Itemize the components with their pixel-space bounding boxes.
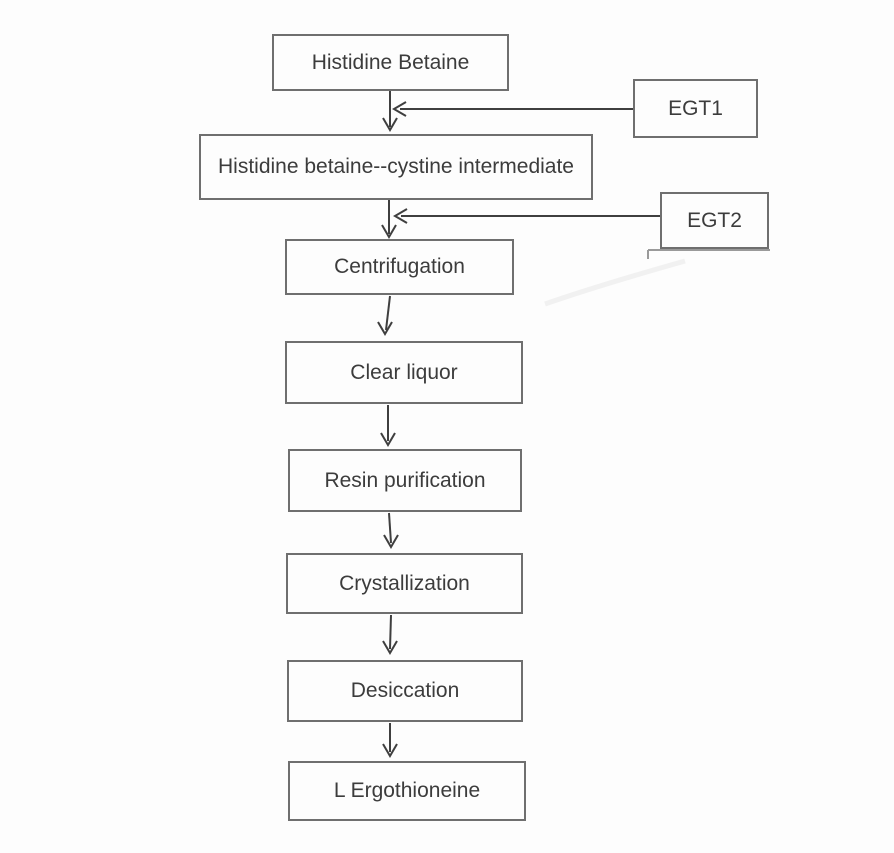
arrow-clear-liquor-to-resin-purification xyxy=(380,405,396,447)
arrow-intermediate-to-centrifugation xyxy=(381,200,397,239)
node-centrifugation: Centrifugation xyxy=(285,239,514,295)
arrow-egt2-input xyxy=(393,208,660,224)
node-label-egt2: EGT2 xyxy=(687,208,742,232)
node-label-intermediate: Histidine betaine--cystine intermediate xyxy=(217,155,574,178)
arrow-resin-purification-to-crystallization xyxy=(383,512,399,549)
node-label-crystallization: Crystallization xyxy=(339,571,470,595)
arrow-egt1-input xyxy=(392,101,633,117)
node-label-histidine-betaine: Histidine Betaine xyxy=(311,50,470,74)
node-label-resin-purification: Resin purification xyxy=(324,468,486,492)
node-egt2: EGT2 xyxy=(660,192,769,249)
node-crystallization: Crystallization xyxy=(286,553,523,614)
node-desiccation: Desiccation xyxy=(287,660,523,722)
node-label-clear-liquor: Clear liquor xyxy=(350,360,458,384)
node-label-centrifugation: Centrifugation xyxy=(334,255,465,278)
node-intermediate: Histidine betaine--cystine intermediate xyxy=(199,134,593,200)
egt2-box-echo xyxy=(647,249,770,259)
node-histidine-betaine: Histidine Betaine xyxy=(272,34,509,91)
node-l-ergothioneine: L Ergothioneine xyxy=(288,761,526,821)
arrow-histidine-betaine-to-intermediate xyxy=(382,91,398,132)
node-clear-liquor: Clear liquor xyxy=(285,341,523,404)
node-egt1: EGT1 xyxy=(633,79,758,138)
arrow-crystallization-to-desiccation xyxy=(382,614,398,655)
node-resin-purification: Resin purification xyxy=(288,449,522,512)
node-label-l-ergothioneine: L Ergothioneine xyxy=(333,779,481,802)
scan-smudge xyxy=(544,258,686,307)
node-label-egt1: EGT1 xyxy=(668,96,723,120)
arrow-desiccation-to-l-ergothioneine xyxy=(382,723,398,758)
node-label-desiccation: Desiccation xyxy=(350,679,460,702)
arrow-centrifugation-to-clear-liquor xyxy=(377,295,393,336)
